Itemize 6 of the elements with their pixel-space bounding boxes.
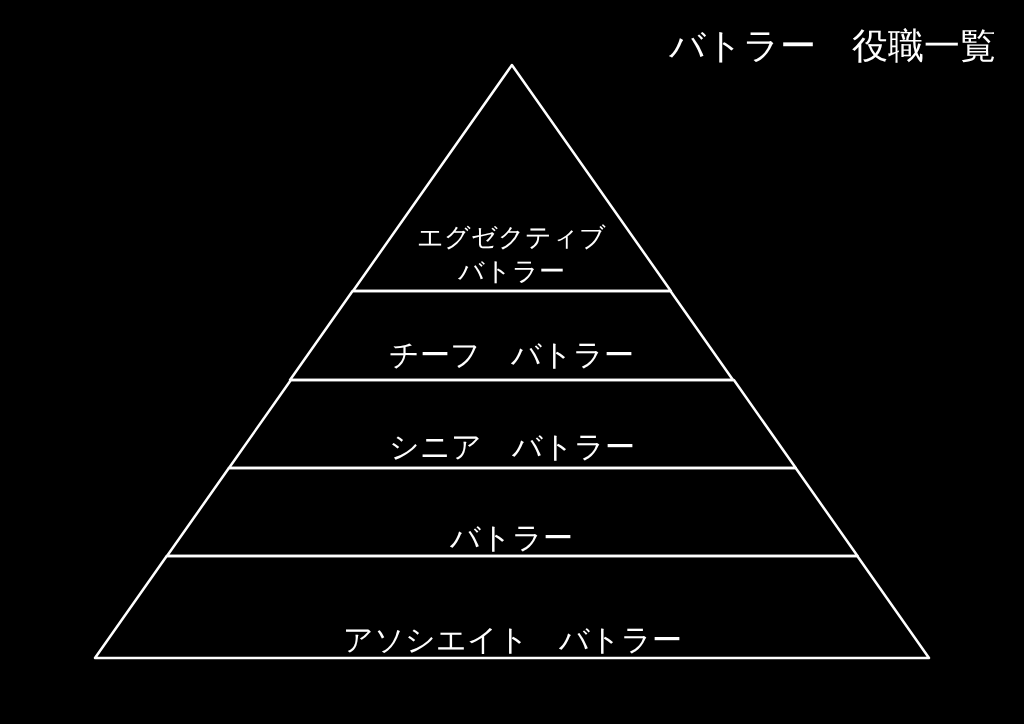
tier-label: バトラー bbox=[450, 521, 574, 554]
tier-label: チーフ バトラー bbox=[389, 338, 635, 371]
title: バトラー 役職一覧 bbox=[669, 25, 996, 68]
tier-label: エグゼクティブバトラー bbox=[417, 223, 607, 286]
tier-label: アソシエイト バトラー bbox=[342, 623, 682, 656]
tier-label: シニア バトラー bbox=[389, 430, 635, 463]
